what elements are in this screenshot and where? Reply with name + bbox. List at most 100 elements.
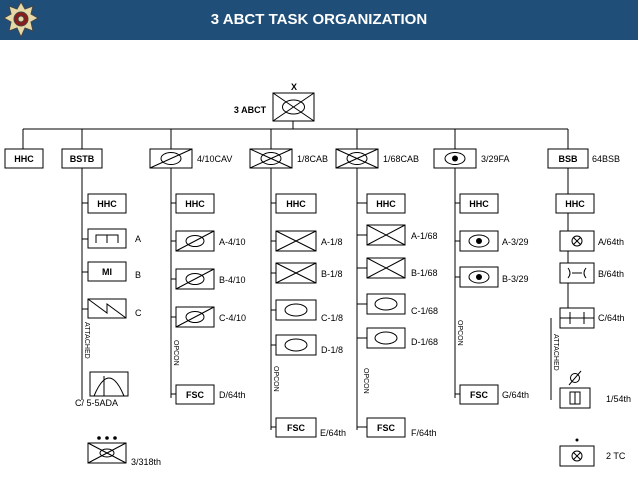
bsb-c-label: C/64th [598, 313, 625, 323]
cab1-t1-label: A-1/8 [321, 237, 343, 247]
bsb-b-label: B/64th [598, 269, 624, 279]
fa-fsc-label: FSC [470, 390, 489, 400]
bsb-medical-symbol [559, 307, 595, 329]
fa-opcon-label: OPCON [456, 320, 463, 346]
cab2-co-d-symbol [366, 327, 406, 349]
cab1-hhc-box [275, 193, 317, 214]
bsb-attached-label: ATTACHED [552, 334, 559, 371]
bstb-column: HHC A MI B C ATTACHED C/ 5-5ADA [75, 193, 161, 467]
bsb-box [547, 148, 589, 169]
cab2-symbol [335, 148, 379, 169]
cab1-co-a-symbol [275, 230, 317, 252]
cab1-t2-label: B-1/8 [321, 269, 343, 279]
ada-label: C/ 5-5ADA [75, 398, 118, 408]
fa-btry-a-symbol [459, 230, 499, 252]
cab2-co-a-symbol [366, 224, 406, 246]
mi-label: MI [102, 267, 112, 277]
cab2-t4-label: D-1/68 [411, 337, 438, 347]
signal-company-symbol [559, 370, 591, 409]
fa-fsc-box [459, 384, 499, 405]
hhc-box [4, 148, 44, 169]
page-title: 3 ABCT TASK ORGANIZATION [210, 11, 428, 28]
ada-symbol [89, 371, 129, 397]
bstb-box [61, 148, 103, 169]
bsb-column: HHC A/64th B/64th C/64th ATTACHED [552, 193, 631, 467]
cab2-opcon-label: OPCON [362, 368, 369, 394]
cab1-co-b-symbol [275, 262, 317, 284]
cav-symbol [149, 148, 193, 169]
bsb-name-label: 64BSB [592, 154, 620, 164]
cab2-hhc-label: HHC [376, 199, 396, 209]
cav-troop-b-symbol [175, 268, 215, 290]
bstb-label: BSTB [70, 154, 95, 164]
cab1-t3-label: C-1/8 [321, 313, 343, 323]
cab1-opcon-label: OPCON [272, 366, 279, 392]
cab1-co-d-symbol [275, 334, 317, 356]
bsb-distribution-symbol [559, 230, 595, 252]
cav-troop-c-symbol [175, 306, 215, 328]
cav-hhc-box [175, 193, 215, 214]
cab2-t1-label: A-1/68 [411, 231, 438, 241]
bsb-u1-label: 1/54th [606, 394, 631, 404]
mi-box [87, 261, 127, 282]
brigade-label: 3 ABCT [234, 105, 267, 115]
bstb-attached-label: ATTACHED [83, 322, 90, 359]
cab1-label: 1/8CAB [297, 154, 328, 164]
bstb-a-label: A [135, 234, 141, 244]
brigade-node: X 3 ABCT [234, 82, 315, 122]
bsb-u2-label: 2 TC [606, 451, 626, 461]
battalion-row: HHC BSTB 4/10CAV 1/8CAB 1/68CAB [4, 148, 620, 169]
fa-t2-label: B-3/29 [502, 274, 529, 284]
cav-hhc-label: HHC [185, 199, 205, 209]
cab2-co-b-symbol [366, 257, 406, 279]
hhc-label: HHC [14, 154, 34, 164]
cav-column: HHC A-4/10 B-4/10 C-4/10 OPCON FSC D/64t… [172, 193, 246, 405]
cab2-fsc-box [366, 417, 406, 438]
cab2-hhc-box [366, 193, 406, 214]
eng-label: 3/318th [131, 457, 161, 467]
bstb-hhc-box [87, 193, 127, 214]
bstb-hhc-label: HHC [97, 199, 117, 209]
cab2-co-c-symbol [366, 293, 406, 315]
cab1-fsc-unit-label: E/64th [320, 428, 346, 438]
bsb-hhc-label: HHC [565, 199, 585, 209]
cab2-t2-label: B-1/68 [411, 268, 438, 278]
unit-crest-icon [3, 1, 39, 39]
fa-btry-b-symbol [459, 266, 499, 288]
cab2-fsc-label: FSC [377, 423, 396, 433]
echelon-marker: X [291, 82, 297, 92]
bstb-c-label: C [135, 308, 142, 318]
fa-hhc-label: HHC [469, 199, 489, 209]
cav-opcon-label: OPCON [172, 340, 179, 366]
bstb-b-label: B [135, 270, 141, 280]
cav-t1-label: A-4/10 [219, 237, 246, 247]
cav-fsc-unit-label: D/64th [219, 390, 246, 400]
fa-column: HHC A-3/29 B-3/29 OPCON FSC G/64th [456, 193, 529, 405]
cab2-fsc-unit-label: F/64th [411, 428, 437, 438]
bsb-label: BSB [558, 154, 578, 164]
cab1-fsc-box [275, 417, 317, 438]
cab2-t3-label: C-1/68 [411, 306, 438, 316]
cab1-co-c-symbol [275, 299, 317, 321]
cav-fsc-box [175, 384, 215, 405]
cav-t3-label: C-4/10 [219, 313, 246, 323]
fa-symbol [433, 148, 477, 169]
cab1-symbol [249, 148, 293, 169]
cav-troop-a-symbol [175, 230, 215, 252]
bsb-maintenance-symbol [559, 262, 595, 284]
cab1-column: HHC A-1/8 B-1/8 C-1/8 D-1/8 OPCON FSC E/… [272, 193, 346, 438]
signal-symbol [87, 298, 127, 319]
fa-hhc-box [459, 193, 499, 214]
engineer-symbol [87, 228, 127, 249]
bsb-hhc-box [555, 193, 595, 214]
transport-company-symbol [559, 438, 595, 467]
cav-label: 4/10CAV [197, 154, 232, 164]
cab1-hhc-label: HHC [286, 199, 306, 209]
cab2-column: HHC A-1/68 B-1/68 C-1/68 D-1/68 OPCON FS… [362, 193, 438, 438]
cab1-t4-label: D-1/8 [321, 345, 343, 355]
fa-fsc-unit-label: G/64th [502, 390, 529, 400]
cav-fsc-label: FSC [186, 390, 205, 400]
title-bar: 3 ABCT TASK ORGANIZATION [0, 0, 638, 40]
cav-t2-label: B-4/10 [219, 275, 246, 285]
